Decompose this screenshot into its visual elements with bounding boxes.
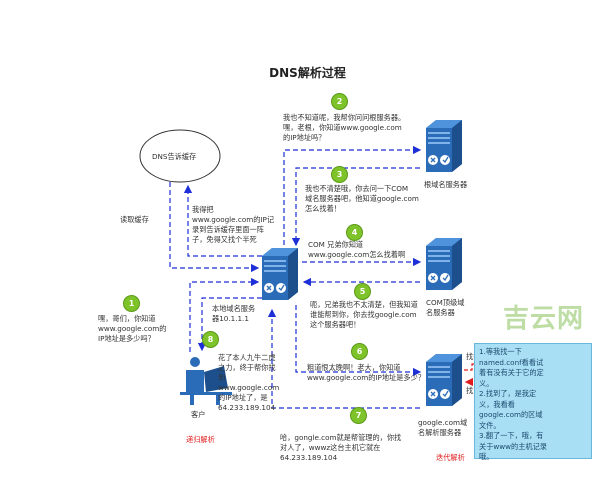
- cache-label: DNS告诉缓存: [152, 152, 197, 161]
- local-label: 本地域名服务 器10.1.1.1: [212, 304, 256, 323]
- client-icon: [180, 357, 232, 405]
- step-5-text: 呃，兄弟我也不太清楚，但我知道 谁能帮到你，你去找google.com 这个服务…: [310, 300, 418, 329]
- com-label: COM顶级域 名服务器: [426, 298, 465, 317]
- step-1-text: 嘿，哥们，你知道 www.google.com的 IP地址是多少吗？: [98, 314, 167, 343]
- com-server-icon: [425, 237, 463, 291]
- root-server-icon: [425, 119, 463, 173]
- arrow-write-cache: [183, 184, 262, 257]
- root-label: 根域名服务器: [424, 180, 468, 189]
- step-8-badge: 8: [202, 331, 219, 348]
- arrow-3: [291, 167, 420, 247]
- note-box: 1.等我找一下 named.conf看看试 着有没有关于它的定 义。 2.找到了…: [474, 343, 592, 461]
- recursive-label: 递归解析: [186, 435, 215, 444]
- arrow-read-cache: [169, 182, 260, 273]
- arrow-7: [267, 308, 420, 409]
- step-3-text: 我也不清楚哦，你去问一下COM 域名服务器吧，他知道google.com 怎么找…: [305, 184, 419, 213]
- write-cache-label: 我得把 www.google.com的IP记 录到告诉缓存里面一阵 子，免得又找…: [192, 205, 275, 244]
- local-server-icon: [261, 247, 299, 301]
- google-label: google.com域 名解析服务器: [418, 418, 468, 437]
- arrow-2: [283, 145, 422, 245]
- iterative-label: 迭代解析: [436, 453, 465, 462]
- step-1-badge: 1: [123, 295, 140, 312]
- google-server-icon: [425, 353, 463, 407]
- step-6-badge: 6: [351, 343, 368, 360]
- step-6-text: 粗道恨太晚啊！老大，你知道 www.google.com的IP地址是多少？: [307, 363, 426, 382]
- step-2-badge: 2: [331, 93, 348, 110]
- step-8-text: 花了本人九牛二虎 之力，终于帮你找 到 www.google.com 的IP地址…: [218, 353, 280, 412]
- step-4-badge: 4: [346, 224, 363, 241]
- arrow-1: [189, 277, 260, 352]
- watermark: 吉云网: [503, 304, 585, 334]
- client-label: 客户: [191, 410, 206, 419]
- step-3-badge: 3: [331, 166, 348, 183]
- step-7-text: 哈，gongle.com就是帮管理的，你找 对人了，wwwz这台主机它就在 64…: [280, 433, 402, 462]
- diagram-title: DNS解析过程: [269, 66, 346, 80]
- cache-node: [139, 129, 221, 183]
- arrow-6: [295, 305, 422, 377]
- arrow-8: [197, 297, 262, 352]
- step-4-text: COM 兄弟你知道 www.google.com怎么找着啊: [308, 240, 406, 259]
- step-5-badge: 5: [354, 283, 371, 300]
- read-cache-label: 读取缓存: [120, 215, 149, 224]
- step-7-badge: 7: [350, 407, 367, 424]
- step-2-text: 我也不知道呢，我帮你问问根服务器。 嘿，老根，你知道www.google.com…: [283, 113, 406, 142]
